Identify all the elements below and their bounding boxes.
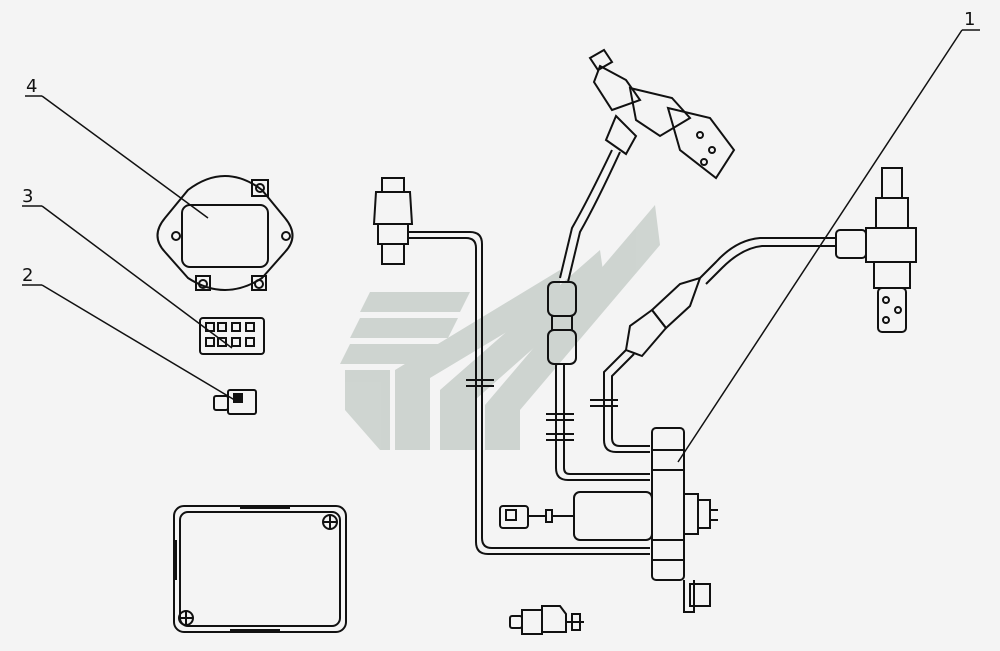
callout-4: 4: [26, 76, 37, 97]
part-3-connector: [199, 317, 265, 355]
leader-lines: [22, 29, 980, 463]
part-1-manifold: [651, 427, 718, 613]
top-injector: [559, 48, 736, 283]
bottom-sensor: [509, 605, 584, 635]
part-4-housing: [156, 175, 294, 291]
solenoid: [499, 491, 653, 541]
right-injector: [590, 167, 917, 453]
control-box: [173, 505, 347, 633]
part-2-plug: [213, 389, 257, 415]
middle-pipe: [546, 281, 650, 481]
left-fitting-and-pipe: [372, 177, 650, 555]
callout-1: 1: [964, 9, 975, 30]
callout-3: 3: [22, 186, 33, 207]
callout-2: 2: [22, 265, 33, 286]
